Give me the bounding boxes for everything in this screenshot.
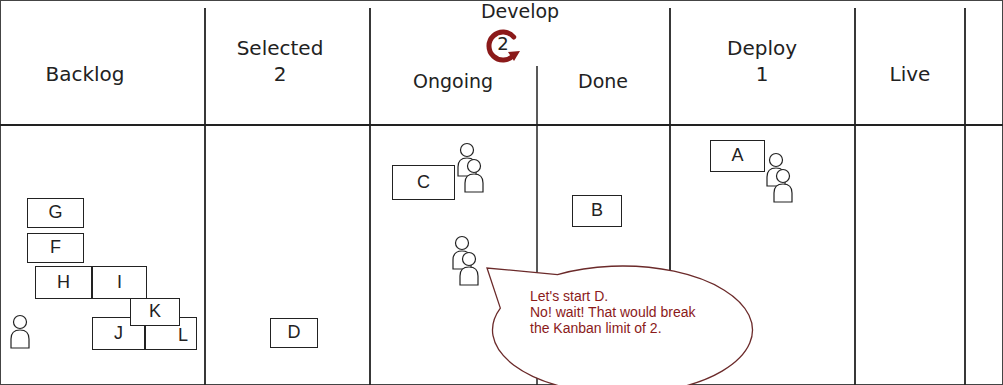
work-card: D [270,318,318,348]
person-body [465,174,483,192]
bubble-body: Let's start D.No! wait! That would break… [490,262,755,336]
work-card: H [35,266,92,299]
wip-limit: 2 [497,35,508,53]
column-header: Backlog [45,62,124,86]
column-divider [854,8,856,385]
product-owner [11,316,29,349]
column-header: Deploy [727,36,797,60]
card-letter: L [178,326,188,346]
work-card: B [572,195,622,227]
subcolumn-header: Done [578,70,628,93]
card-letter: G [48,203,62,223]
column-divider [204,8,206,385]
person-body [460,267,478,285]
bubble-shape [487,266,753,385]
card-letter: D [288,323,301,343]
team-pair [767,154,792,203]
column-divider [964,8,966,385]
person-body [774,184,792,202]
person-head [463,253,476,266]
team-pair [458,144,483,193]
card-letter: A [731,146,743,166]
work-card: G [27,198,84,228]
card-letter: H [57,273,70,293]
card-letter: B [591,201,603,221]
speech-text: Let's start D. [530,288,718,304]
work-card: F [27,233,84,263]
limit-cycle-arrow [489,32,514,60]
work-card: I [92,266,147,299]
person-head [456,237,469,250]
wip-limit: 1 [756,62,769,86]
work-card: A [710,140,765,172]
person-head [14,316,27,329]
subcolumn-header: Ongoing [413,70,493,93]
person-head [770,154,783,167]
person-head [777,170,790,183]
wip-limit: 2 [274,62,287,86]
card-letter: C [417,173,430,193]
column-header: Develop [481,0,559,23]
column-header: Live [890,62,931,86]
speech-text: No! wait! That would break the Kanban li… [530,304,718,336]
limit-cycle-arrowhead [508,51,520,61]
column-divider [369,8,371,385]
person-head [461,144,474,157]
header-divider [0,124,1003,126]
work-card: C [392,165,455,200]
person-body [11,330,29,348]
card-letter: J [114,324,123,344]
person-head [468,160,481,173]
card-letter: F [50,238,61,258]
speech-bubble: Let's start D.No! wait! That would break… [490,262,755,385]
card-letter: I [117,273,122,293]
work-card: K [130,298,180,326]
team-pair [453,237,478,286]
card-letter: K [149,302,161,322]
column-header: Selected [237,36,324,60]
